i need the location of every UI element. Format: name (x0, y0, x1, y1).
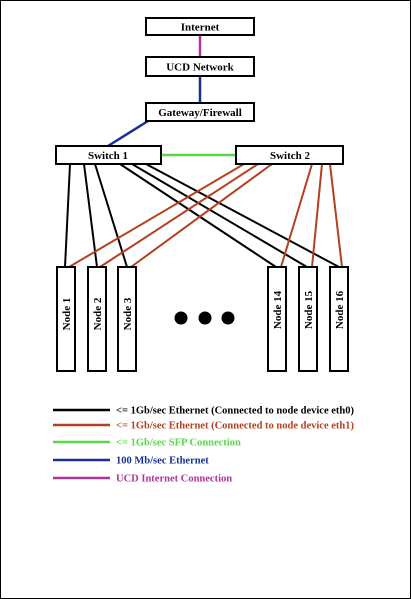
node-label: Node 16 (334, 290, 346, 329)
eth1-link (311, 163, 323, 268)
legend-label: 100 Mb/sec Ethernet (116, 456, 209, 467)
legend-item: <= 1Gb/sec Ethernet (Connected to node d… (53, 406, 354, 417)
legend-item: 100 Mb/sec Ethernet (53, 456, 209, 467)
ucd-network-label: UCD Network (166, 62, 234, 74)
internet-box: Internet (145, 17, 255, 36)
node-label: Node 1 (61, 298, 73, 331)
node-box: Node 15 (298, 266, 318, 372)
legend-item: <= 1Gb/sec Ethernet (Connected to node d… (53, 421, 354, 432)
node-label: Node 2 (92, 297, 104, 330)
node-box: Node 1 (56, 266, 76, 372)
eth1-link (68, 163, 245, 268)
internet-label: Internet (181, 22, 220, 34)
eth0-links (64, 163, 340, 268)
eth1-link (99, 163, 259, 268)
eth0-link (64, 163, 71, 268)
node-box: Node 14 (267, 266, 287, 372)
legend: <= 1Gb/sec Ethernet (Connected to node d… (53, 406, 354, 485)
legend-label: <= 1Gb/sec SFP Connection (116, 438, 241, 449)
ellipsis-dot (174, 311, 188, 325)
eth0-link (145, 163, 340, 268)
node-label: Node 14 (272, 290, 284, 329)
node-label: Node 15 (303, 290, 315, 329)
gateway-box: Gateway/Firewall (145, 102, 255, 122)
legend-label: <= 1Gb/sec Ethernet (Connected to node d… (116, 406, 354, 417)
eth0-link (119, 163, 277, 268)
legend-item: <= 1Gb/sec SFP Connection (53, 438, 241, 449)
gateway-label: Gateway/Firewall (158, 107, 242, 119)
node-box: Node 2 (87, 266, 107, 372)
eth0-link (131, 163, 308, 268)
ellipsis-dots (174, 311, 235, 325)
eth1-links (68, 163, 343, 268)
switch2-label: Switch 2 (270, 150, 311, 162)
node-box: Node 3 (117, 266, 137, 372)
ucd-network-box: UCD Network (145, 56, 255, 77)
eth1-link (130, 163, 273, 268)
legend-item: UCD Internet Connection (53, 474, 232, 485)
eth0-link (94, 163, 128, 268)
ellipsis-dot (198, 311, 212, 325)
eth1-link (329, 163, 343, 268)
legend-label: UCD Internet Connection (116, 474, 232, 485)
eth0-link (83, 163, 98, 268)
node-box: Node 16 (329, 266, 349, 372)
node-label: Node 3 (122, 297, 134, 330)
eth1-link (280, 163, 313, 268)
switch2-box: Switch 2 (235, 145, 344, 165)
legend-label: <= 1Gb/sec Ethernet (Connected to node d… (116, 421, 354, 432)
ellipsis-dot (221, 311, 235, 325)
gateway-switch1-link (107, 119, 149, 148)
switch1-box: Switch 1 (55, 145, 162, 165)
switch1-label: Switch 1 (88, 150, 128, 162)
